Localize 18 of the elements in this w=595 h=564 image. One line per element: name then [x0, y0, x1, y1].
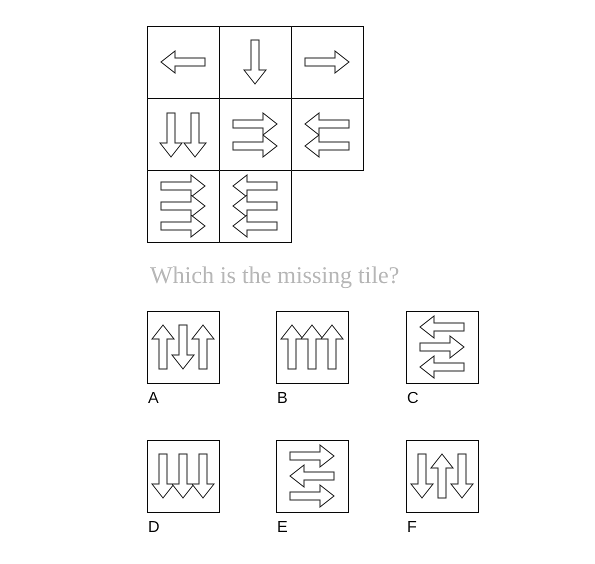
puzzle-tile	[147, 311, 220, 384]
puzzle-tile	[276, 311, 349, 384]
option-letter: D	[148, 520, 160, 536]
option-letter: F	[407, 520, 417, 536]
puzzle-tile	[147, 440, 220, 513]
puzzle-tile	[276, 440, 349, 513]
option-letter: A	[148, 391, 159, 407]
puzzle-tile	[147, 170, 220, 243]
option-letter: B	[277, 391, 288, 407]
puzzle-tile	[406, 440, 479, 513]
question-heading: Which is the missing tile?	[150, 263, 400, 290]
puzzle-tile	[291, 26, 364, 99]
puzzle-tile	[406, 311, 479, 384]
option-letter: E	[277, 520, 288, 536]
puzzle-tile	[147, 26, 220, 99]
option-letter: C	[407, 391, 419, 407]
puzzle-tile	[291, 98, 364, 171]
puzzle-tile	[219, 170, 292, 243]
